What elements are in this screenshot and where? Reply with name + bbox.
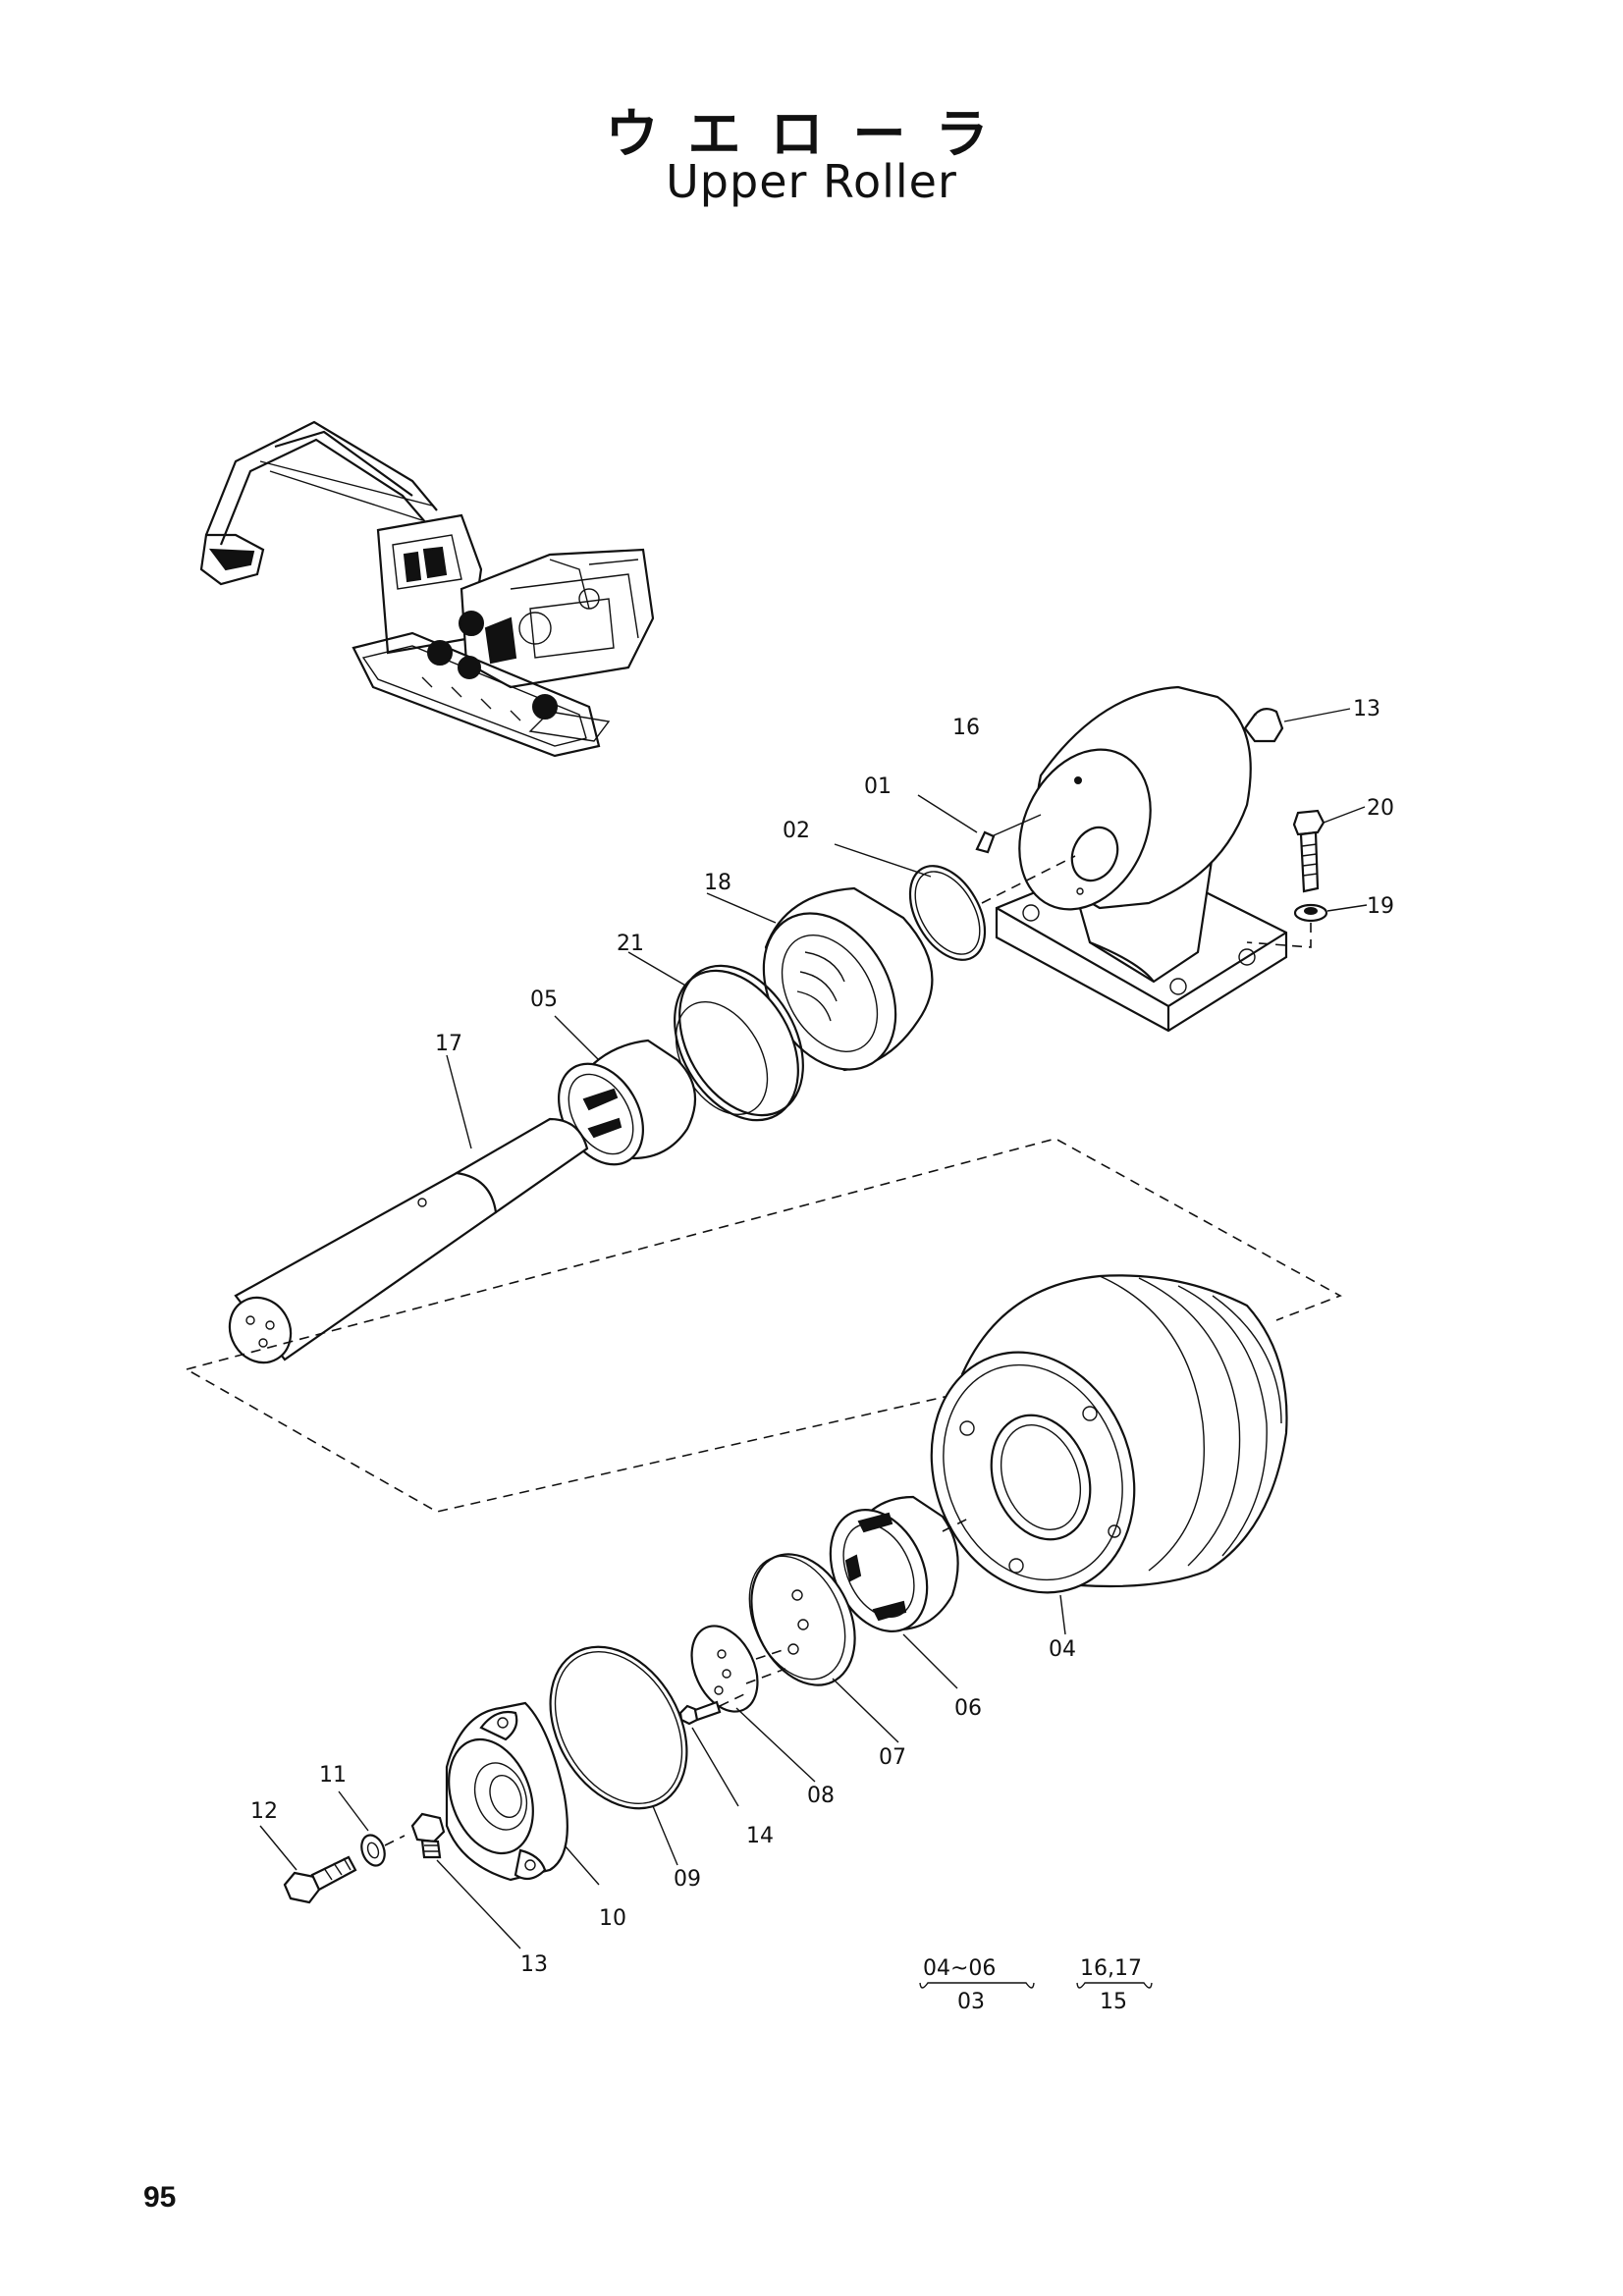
washer-19 [1246,903,1368,948]
page-number: 95 [143,2181,177,2214]
excavator-illustration [199,420,655,758]
roller-04 [930,1274,1288,1635]
o-ring-09 [549,1645,688,1866]
assembly-note-2-bottom: 15 [1100,1990,1127,2014]
part-label-11: 11 [319,1763,347,1788]
page-title-japanese: ウエローラ [605,103,1018,165]
part-label-09: 09 [674,1867,701,1892]
seal-06 [829,1495,973,1689]
part-label-04: 04 [1049,1637,1076,1662]
bolt-12 [259,1825,357,1904]
part-label-08: 08 [807,1784,835,1808]
part-label-16: 16 [952,716,980,740]
part-label-12: 12 [250,1799,278,1824]
assembly-note-2-top: 16,17 [1080,1956,1142,1981]
part-labels: 01 02 04 05 06 07 08 09 10 11 12 13 13 1… [250,697,1394,1977]
part-label-13-bottom: 13 [520,1952,548,1977]
washer-11 [338,1790,406,1867]
part-label-06: 06 [954,1696,982,1721]
part-label-14: 14 [746,1824,774,1848]
part-label-01: 01 [864,774,892,799]
part-label-17: 17 [435,1032,462,1056]
seal-21 [627,951,804,1122]
assembly-note-1-top: 04~06 [923,1956,996,1981]
cover-10 [445,1701,600,1886]
o-ring-02 [834,843,1076,961]
part-label-18: 18 [704,871,731,895]
page-title-english: Upper Roller [666,155,957,208]
part-label-02: 02 [783,819,810,843]
part-label-20: 20 [1367,796,1394,821]
bracket-housing-16 [995,685,1288,1033]
assembly-notes: 04~06 03 16,17 15 [919,1956,1153,2014]
bolt-20 [1292,806,1366,893]
group-boundary-line [186,1138,1342,1513]
part-label-05: 05 [530,988,558,1012]
plate-08 [690,1625,816,1783]
part-label-19: 19 [1367,894,1394,919]
shaft-17 [228,1054,589,1364]
plug-13-top [1243,708,1351,743]
pin-01 [917,794,1042,854]
part-label-13-top: 13 [1353,697,1380,721]
part-label-21: 21 [617,932,644,956]
part-label-10: 10 [599,1906,626,1931]
part-label-07: 07 [879,1745,906,1770]
assembly-note-1-bottom: 03 [957,1990,985,2014]
plug-13-bottom [410,1812,521,1949]
